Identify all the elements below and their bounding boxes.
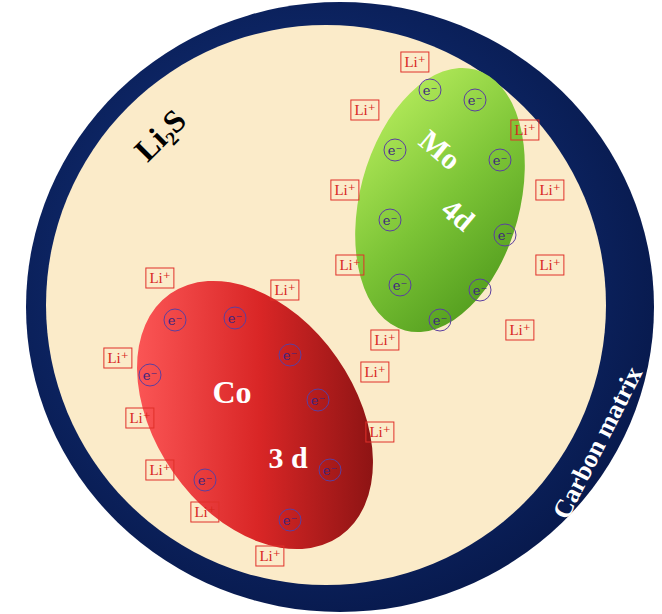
electron-circle: e⁻ — [319, 459, 342, 482]
ion-symbol: Li⁺ — [354, 103, 375, 118]
lithium-ion-box: Li⁺ — [190, 502, 219, 523]
lithium-ion-box: Li⁺ — [365, 422, 394, 443]
cobalt-particle: Co 3 d e⁻ e⁻ e⁻ e⁻ e⁻ e⁻ e⁻ e⁻ — [120, 265, 390, 565]
electron-circle: e⁻ — [469, 279, 492, 302]
ion-symbol: Li⁺ — [149, 463, 170, 478]
lithium-ion-box: Li⁺ — [505, 320, 534, 341]
electron-symbol: e⁻ — [388, 144, 403, 157]
lithium-ion-box: Li⁺ — [330, 180, 359, 201]
lithium-ion-box: Li⁺ — [145, 268, 174, 289]
lithium-ion-box: Li⁺ — [350, 100, 379, 121]
ion-symbol: Li⁺ — [339, 258, 360, 273]
lithium-ion-box: Li⁺ — [255, 546, 284, 567]
lithium-ion-box: Li⁺ — [103, 348, 132, 369]
ion-symbol: Li⁺ — [539, 258, 560, 273]
ion-symbol: Li⁺ — [374, 333, 395, 348]
electron-symbol: e⁻ — [283, 514, 298, 527]
electron-symbol: e⁻ — [493, 154, 508, 167]
orbital-label: 3 d — [268, 443, 307, 473]
element-label: Co — [212, 376, 251, 408]
ion-symbol: Li⁺ — [539, 183, 560, 198]
lithium-ion-box: Li⁺ — [510, 120, 539, 141]
electron-symbol: e⁻ — [311, 394, 326, 407]
electron-circle: e⁻ — [279, 344, 302, 367]
electron-circle: e⁻ — [139, 364, 162, 387]
electron-symbol: e⁻ — [393, 279, 408, 292]
electron-circle: e⁻ — [194, 469, 217, 492]
ion-symbol: Li⁺ — [334, 183, 355, 198]
lithium-ion-box: Li⁺ — [370, 330, 399, 351]
ion-symbol: Li⁺ — [129, 411, 150, 426]
electron-circle: e⁻ — [429, 309, 452, 332]
carbon-matrix-ring-outline — [26, 2, 654, 612]
ion-symbol: Li⁺ — [149, 271, 170, 286]
lithium-ion-box: Li⁺ — [270, 280, 299, 301]
cobalt-particle-shape — [120, 265, 390, 565]
ion-symbol: Li⁺ — [364, 365, 385, 380]
electron-symbol: e⁻ — [433, 314, 448, 327]
electron-circle: e⁻ — [279, 509, 302, 532]
electron-circle: e⁻ — [164, 309, 187, 332]
ion-symbol: Li⁺ — [194, 505, 215, 520]
electron-symbol: e⁻ — [143, 369, 158, 382]
electron-circle: e⁻ — [379, 209, 402, 232]
ion-symbol: Li⁺ — [369, 425, 390, 440]
molybdenum-particle: Mo4de⁻e⁻e⁻e⁻e⁻e⁻e⁻e⁻e⁻ — [340, 50, 540, 350]
electron-circle: e⁻ — [464, 89, 487, 112]
electron-circle: e⁻ — [494, 224, 517, 247]
electron-symbol: e⁻ — [468, 94, 483, 107]
ion-symbol: Li⁺ — [404, 55, 425, 70]
ion-symbol: Li⁺ — [514, 123, 535, 138]
ion-symbol: Li⁺ — [107, 351, 128, 366]
electron-circle: e⁻ — [307, 389, 330, 412]
lithium-ion-box: Li⁺ — [535, 255, 564, 276]
ion-symbol: Li⁺ — [259, 549, 280, 564]
electron-symbol: e⁻ — [168, 314, 183, 327]
lithium-ion-box: Li⁺ — [335, 255, 364, 276]
molybdenum-particle-outline — [328, 49, 552, 351]
electron-circle: e⁻ — [419, 79, 442, 102]
electron-symbol: e⁻ — [283, 349, 298, 362]
electron-symbol: e⁻ — [198, 474, 213, 487]
ion-symbol: Li⁺ — [509, 323, 530, 338]
lithium-ion-box: Li⁺ — [145, 460, 174, 481]
lithium-ion-box: Li⁺ — [125, 408, 154, 429]
electron-circle: e⁻ — [389, 274, 412, 297]
lithium-ion-box: Li⁺ — [400, 52, 429, 73]
electron-circle: e⁻ — [384, 139, 407, 162]
electron-symbol: e⁻ — [323, 464, 338, 477]
electron-symbol: e⁻ — [473, 284, 488, 297]
molybdenum-particle-shape — [340, 50, 540, 350]
lithium-ion-box: Li⁺ — [535, 180, 564, 201]
electron-symbol: e⁻ — [228, 312, 243, 325]
electron-symbol: e⁻ — [423, 84, 438, 97]
electron-circle: e⁻ — [489, 149, 512, 172]
electron-symbol: e⁻ — [498, 229, 513, 242]
electron-symbol: e⁻ — [383, 214, 398, 227]
electron-circle: e⁻ — [224, 307, 247, 330]
lithium-ion-box: Li⁺ — [360, 362, 389, 383]
ion-symbol: Li⁺ — [274, 283, 295, 298]
